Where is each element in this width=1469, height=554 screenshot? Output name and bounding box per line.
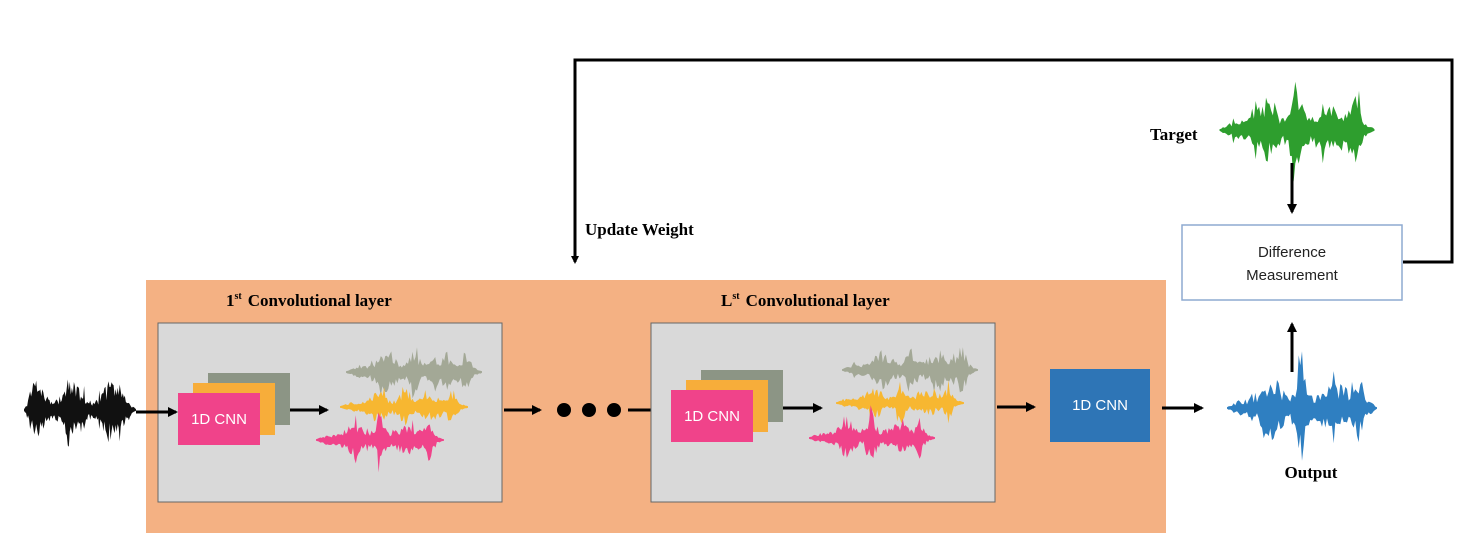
ellipsis-dot-3 [607,403,621,417]
layer1-cnn-block [178,393,260,445]
layerL-cnn-block [671,390,753,442]
layer1-feature-wave-pink [316,412,444,473]
final-cnn-label: 1D CNN [1072,397,1128,414]
layerL-feature-wave-gray [842,347,978,393]
difference-label-line1: Difference [1258,244,1326,261]
output-waveform [1227,351,1377,461]
target-waveform [1219,81,1375,182]
update-weight-label: Update Weight [585,220,694,239]
layer1-feature-wave-gray [346,347,482,399]
layerL-cnn-label: 1D CNN [684,408,740,425]
layerL-feature-wave-yellow [836,380,964,424]
difference-label-line2: Measurement [1246,267,1339,284]
ellipsis-dot-2 [582,403,596,417]
input-waveform [24,379,136,447]
difference-measurement-box [1181,224,1403,301]
layer1-cnn-label: 1D CNN [191,411,247,428]
layerL-feature-wave-pink [809,405,935,459]
final-cnn-block [1050,369,1150,442]
ellipsis-dot-1 [557,403,571,417]
target-label: Target [1150,125,1198,144]
layer1-feature-wave-yellow [340,386,468,426]
output-label: Output [1285,463,1338,482]
feedback-loop-line [571,58,1454,264]
